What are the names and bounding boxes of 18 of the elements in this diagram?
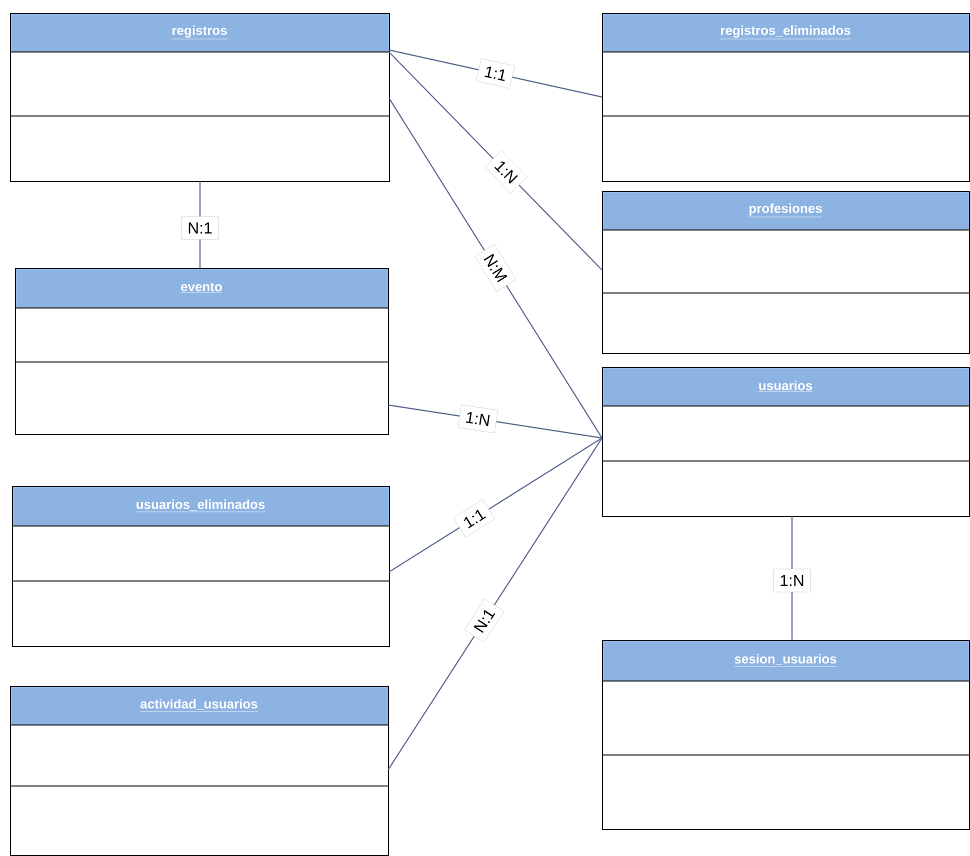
entity-table: registros	[10, 13, 390, 182]
entity-table: usuarios_eliminados	[12, 486, 390, 647]
edge-label: 1:N	[773, 568, 811, 592]
entity-table: evento	[14, 268, 389, 435]
edge-label: N:1	[181, 216, 219, 240]
entity-table: profesiones	[602, 191, 970, 354]
entity-table: registros_eliminados	[602, 13, 970, 182]
edge-label: 1:1	[476, 58, 515, 89]
connector-line	[388, 98, 603, 438]
edge-label: 1:N	[484, 150, 528, 194]
entity-table: actividad_usuarios	[10, 686, 389, 856]
connector-line	[388, 52, 602, 270]
edge-label: 1:N	[458, 404, 498, 434]
edge-label: 1:1	[453, 499, 496, 538]
entity-table: usuarios	[602, 367, 970, 517]
edge-label: N:1	[464, 598, 504, 643]
connector-line	[388, 438, 602, 770]
entity-table: sesion_usuarios	[602, 640, 970, 830]
